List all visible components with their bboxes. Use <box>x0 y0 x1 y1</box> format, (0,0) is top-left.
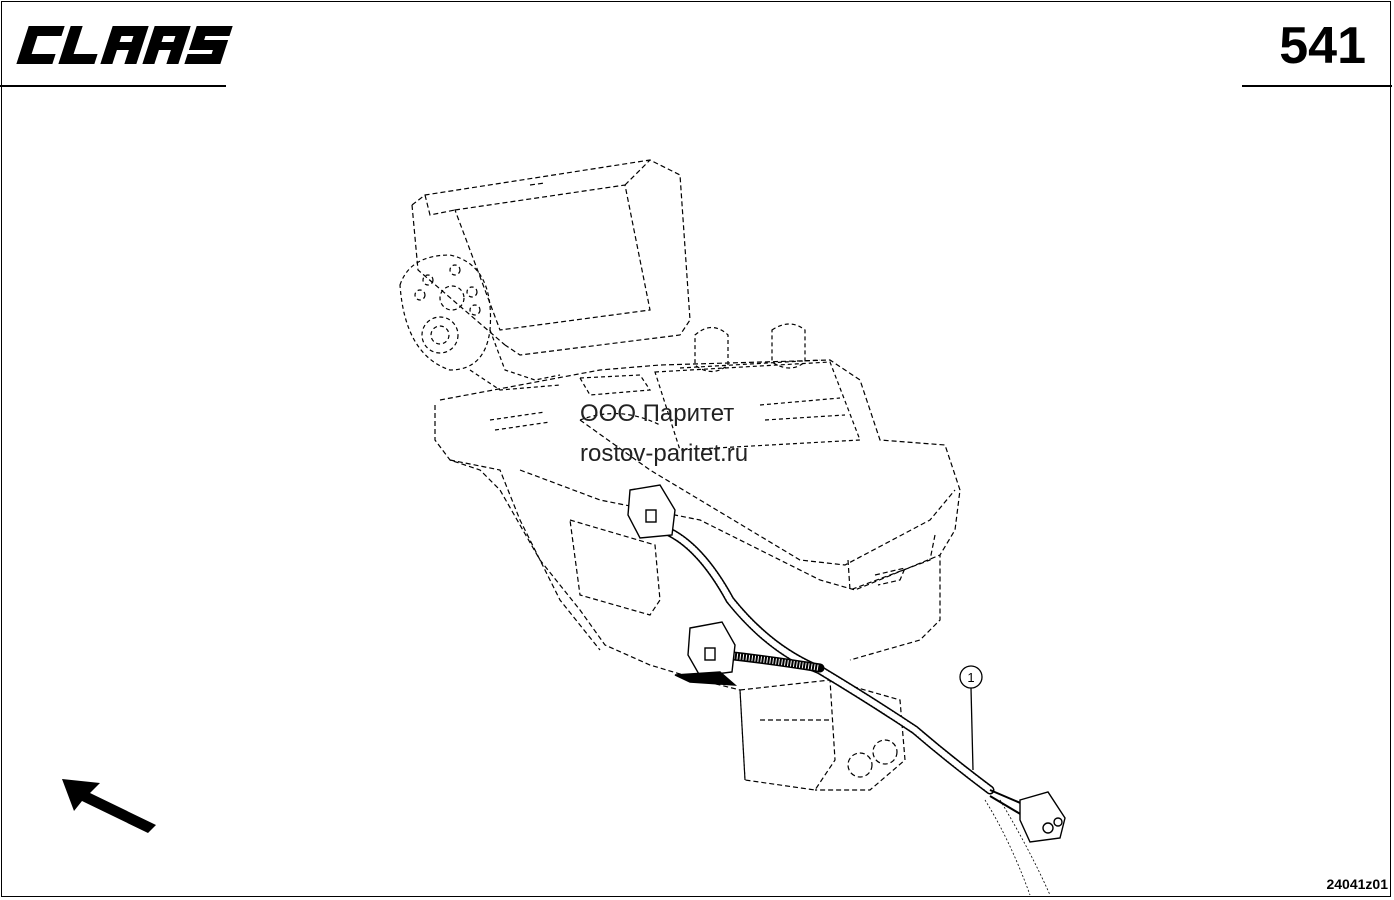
armrest-console <box>434 359 961 791</box>
logo-underline <box>0 85 226 87</box>
watermark-website: rostov-paritet.ru <box>580 440 749 467</box>
callout-1-label: 1 <box>967 670 974 685</box>
claas-logo <box>16 26 233 64</box>
page-number: 541 <box>1279 17 1366 75</box>
connectors <box>627 484 1066 843</box>
callout-1 <box>959 665 983 771</box>
drawing-code: 24041z01 <box>1326 876 1388 892</box>
direction-arrow-icon <box>62 779 156 833</box>
terminal-monitor <box>411 159 691 356</box>
keypad <box>489 361 861 451</box>
joystick-neck <box>469 329 561 391</box>
control-pad <box>399 254 492 371</box>
page-number-underline <box>1242 85 1392 87</box>
watermark-company: ООО Паритет <box>580 400 735 427</box>
cable-sweep <box>984 799 1051 896</box>
rotary-knobs <box>679 323 821 373</box>
